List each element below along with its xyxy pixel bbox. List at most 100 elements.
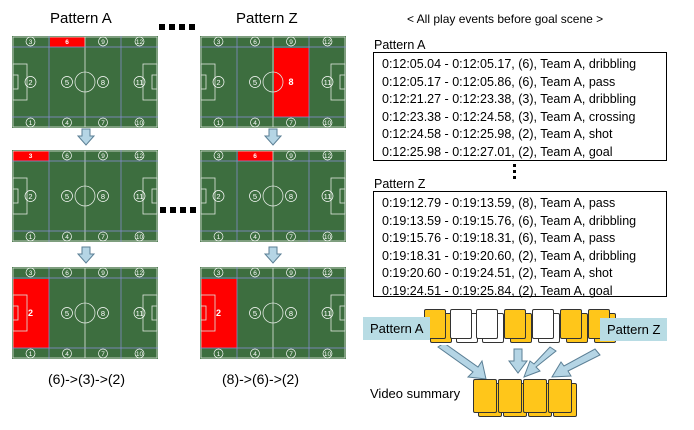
arrow-icon — [508, 348, 528, 374]
zone-number: 6 — [253, 270, 257, 277]
zone-number: 5 — [253, 78, 257, 87]
zone-number: 7 — [101, 120, 105, 127]
event-group-label-a: Pattern A — [374, 38, 426, 52]
zone-number: 10 — [324, 234, 332, 241]
zone-number: 1 — [29, 351, 33, 358]
zone-marker — [98, 231, 108, 242]
clip-card — [504, 309, 526, 339]
zone-marker — [98, 150, 108, 161]
highlighted-zone — [50, 37, 85, 47]
zone-marker — [134, 117, 145, 128]
zone-number: 9 — [289, 39, 293, 46]
zone-marker — [61, 307, 73, 319]
arrow-icon — [551, 348, 601, 378]
zone-number: 6 — [65, 39, 69, 46]
zone-number: 2 — [28, 308, 33, 318]
event-list-pattern-a: 0:12:05.04 - 0:12:05.17, (6), Team A, dr… — [373, 52, 667, 161]
zone-number: 8 — [101, 192, 105, 201]
zone-number: 10 — [136, 120, 144, 127]
pattern-z-title: Pattern Z — [236, 10, 298, 27]
zone-marker — [321, 307, 334, 319]
zone-marker — [62, 117, 72, 128]
highlighted-zone — [13, 151, 49, 161]
zone-marker — [134, 348, 145, 359]
zone-number: 3 — [217, 39, 221, 46]
zone-marker — [249, 76, 261, 88]
zone-number: 6 — [65, 270, 69, 277]
vertical-ellipsis — [513, 164, 517, 182]
zone-marker — [133, 307, 146, 319]
zone-marker — [133, 76, 146, 88]
goal-area-left — [200, 305, 207, 321]
zone-marker — [62, 150, 72, 161]
zone-number: 10 — [324, 351, 332, 358]
event-row: 0:19:15.76 - 0:19:18.31, (6), Team A, pa… — [382, 231, 616, 246]
zone-marker — [250, 117, 260, 128]
zone-number: 1 — [217, 234, 221, 241]
zone-marker — [213, 267, 224, 278]
center-circle — [262, 71, 284, 93]
zone-marker — [134, 36, 145, 47]
center-circle — [262, 302, 284, 324]
zone-number: 11 — [324, 192, 332, 201]
goal-area-right — [339, 74, 346, 90]
event-row: 0:12:21.27 - 0:12:23.38, (3), Team A, dr… — [382, 92, 637, 107]
zone-number: 8 — [289, 192, 293, 201]
zone-number: 9 — [101, 153, 105, 160]
zone-number: 8 — [101, 78, 105, 87]
zone-number: 4 — [65, 234, 69, 241]
zone-number: 11 — [324, 78, 332, 87]
zone-number: 9 — [289, 153, 293, 160]
highlighted-zone — [238, 151, 273, 161]
zone-marker — [285, 190, 297, 202]
clip-card — [560, 309, 582, 339]
zone-number: 7 — [289, 351, 293, 358]
goal-area-right — [151, 74, 158, 90]
event-row: 0:19:13.59 - 0:19:15.76, (6), Team A, dr… — [382, 213, 637, 228]
zone-marker — [213, 117, 224, 128]
zone-marker — [25, 231, 36, 242]
zone-number: 12 — [136, 39, 144, 46]
zone-marker — [24, 190, 37, 202]
center-circle — [74, 302, 96, 324]
summary-card — [523, 379, 547, 413]
zone-number: 6 — [253, 153, 257, 160]
zone-marker — [98, 117, 108, 128]
zone-number: 7 — [101, 351, 105, 358]
events-header: < All play events before goal scene > — [407, 12, 604, 26]
zone-marker — [97, 307, 109, 319]
zone-number: 4 — [253, 120, 257, 127]
event-row: 0:19:18.31 - 0:19:20.60, (2), Team A, dr… — [382, 248, 637, 263]
pattern-z-tag: Pattern Z — [600, 318, 668, 341]
zone-number: 2 — [28, 78, 32, 87]
zone-number: 11 — [136, 309, 144, 318]
event-row: 0:19:24.51 - 0:19:25.84, (2), Team A, go… — [382, 283, 613, 298]
pattern-z-sequence: (8)->(6)->(2) — [222, 371, 300, 387]
zone-marker — [322, 117, 333, 128]
zone-number: 12 — [324, 270, 332, 277]
zone-marker — [213, 348, 224, 359]
clip-card — [450, 309, 472, 339]
goal-area-left — [12, 74, 19, 90]
summary-card — [548, 379, 572, 413]
zone-number: 11 — [136, 192, 144, 201]
zone-marker — [61, 190, 73, 202]
zone-number: 3 — [217, 270, 221, 277]
goal-area-right — [151, 188, 158, 204]
highlighted-zone — [274, 48, 309, 117]
horizontal-ellipsis — [159, 17, 199, 30]
zone-marker — [62, 348, 72, 359]
event-group-label-z: Pattern Z — [374, 177, 426, 191]
zone-number: 4 — [253, 234, 257, 241]
zone-number: 3 — [29, 39, 33, 46]
goal-area-right — [339, 305, 346, 321]
zone-marker — [134, 150, 145, 161]
zone-number: 3 — [29, 153, 33, 160]
zone-marker — [134, 267, 145, 278]
zone-number: 12 — [324, 153, 332, 160]
zone-marker — [249, 307, 261, 319]
